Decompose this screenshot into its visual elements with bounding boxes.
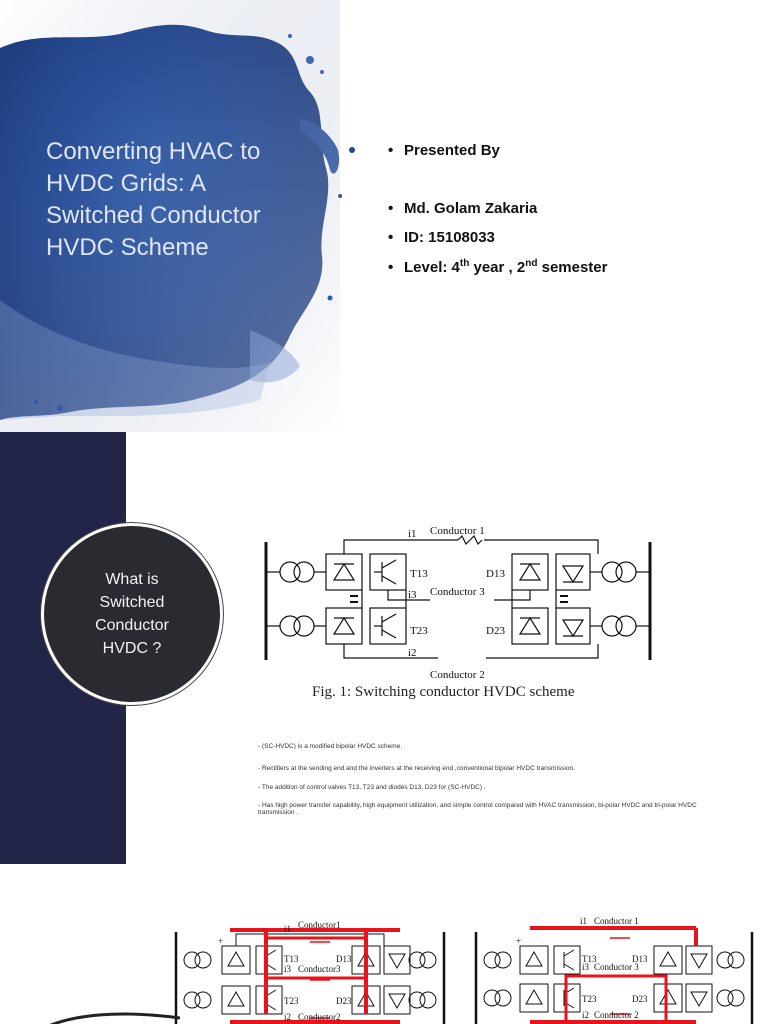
diode-valve-icon — [511, 553, 549, 591]
diode-valve-icon — [511, 607, 549, 645]
bullet-line: - The addition of control valves T13, T2… — [258, 784, 486, 791]
definition-slide: What is Switched Conductor HVDC ? — [0, 432, 768, 864]
level-mid: year , 2 — [469, 259, 526, 276]
igbt-valve-icon — [369, 607, 407, 645]
list-item: • Level: 4th year , 2nd semester — [388, 258, 608, 276]
conductor-3-line — [494, 590, 531, 601]
bullet-line: - Has high power transfer capability, hi… — [258, 802, 697, 816]
current-i3-label: i3 — [582, 962, 590, 972]
decorative-arc — [49, 1012, 180, 1024]
current-i2-label: i2 — [582, 1010, 589, 1020]
bullet-icon: • — [388, 142, 394, 159]
d23-label: D23 — [336, 996, 352, 1006]
t23-label: T23 — [284, 996, 299, 1006]
igbt-valve-icon — [369, 553, 407, 591]
presenter-id: ID: 15108033 — [404, 229, 495, 246]
transformer-icon — [266, 561, 326, 583]
circuit-mode-a: + Conductor1 i1 T13 i3 Conductor3 D13 T2… — [174, 920, 446, 1024]
circuit-diagram: Conductor 1 i1 Conductor 3 i3 Conductor … — [264, 525, 652, 681]
plus-label: + — [218, 936, 223, 946]
conductor-2-label: Conductor2 — [298, 1012, 341, 1022]
paint-splash-background — [0, 0, 355, 432]
d13-label: D13 — [632, 954, 648, 964]
current-i2-label: i2 — [284, 1012, 291, 1022]
t13-label: T13 — [410, 568, 428, 580]
break-icon — [469, 534, 483, 546]
conductor-1-line — [484, 539, 599, 554]
conductor-1-label: Conductor 1 — [594, 916, 639, 926]
question-text: What is Switched Conductor HVDC ? — [95, 571, 169, 657]
conductor-1-label: Conductor 1 — [430, 525, 485, 537]
level-suffix: semester — [537, 259, 608, 276]
d23-label: D23 — [632, 994, 648, 1004]
t23-label: T23 — [410, 625, 428, 637]
current-i2-label: i2 — [408, 647, 417, 659]
question-circle: What is Switched Conductor HVDC ? — [41, 523, 223, 705]
list-item: • ID: 15108033 — [388, 229, 495, 246]
conductor-3-label: Conductor 3 — [430, 586, 485, 598]
d13-label: D13 — [486, 568, 505, 580]
slide-title: Converting HVAC to HVDC Grids: A Switche… — [46, 138, 261, 261]
transformer-icon — [266, 615, 326, 637]
list-item: • Presented By — [388, 142, 500, 159]
operation-modes-slide: + Conductor1 i1 T13 i3 Conductor3 D13 T2… — [0, 864, 768, 1024]
conductor-3-label: Conductor3 — [298, 964, 341, 974]
transformer-icon — [590, 561, 650, 583]
conductor-2-line — [486, 644, 599, 659]
transformer-icon — [590, 615, 650, 637]
conductor-1-line — [343, 539, 458, 554]
bullet-icon: • — [388, 229, 394, 246]
current-path-highlight — [530, 926, 698, 1024]
level-sup-th: th — [459, 258, 470, 269]
presenter-level: Level: 4th year , 2nd semester — [404, 258, 608, 276]
conductor-3-label: Conductor 3 — [594, 962, 639, 972]
t13-label: T13 — [284, 954, 299, 964]
circuit-mode-b: + Conductor 1 i1 T13 i3 Conductor 3 D13 … — [474, 916, 754, 1024]
current-i1-label: i1 — [284, 924, 291, 934]
rectifier-icon — [325, 607, 363, 645]
bullet-icon: • — [388, 200, 394, 217]
current-i3-label: i3 — [284, 964, 292, 974]
break-icon — [457, 534, 471, 546]
conductor-2-label: Conductor 2 — [594, 1010, 639, 1020]
rectifier-icon — [325, 553, 363, 591]
current-path-highlight — [230, 928, 400, 1024]
presented-by-label: Presented By — [404, 142, 500, 159]
level-sup-nd: nd — [525, 258, 538, 269]
title-slide: Converting HVAC to HVDC Grids: A Switche… — [0, 0, 768, 432]
capacitor-icon — [560, 595, 568, 603]
inverter-icon — [555, 553, 591, 591]
conductor-2-line — [343, 644, 438, 659]
current-i3-label: i3 — [408, 589, 417, 601]
list-item: • Md. Golam Zakaria — [388, 200, 537, 217]
conductor-2-label: Conductor 2 — [430, 669, 485, 681]
level-prefix: Level: 4 — [404, 259, 460, 276]
bullet-line: - Rectifiers at the sending end and the … — [258, 765, 575, 772]
inverter-icon — [555, 607, 591, 645]
figure-caption: Fig. 1: Switching conductor HVDC scheme — [312, 684, 575, 700]
bullet-icon: • — [388, 259, 394, 276]
d23-label: D23 — [486, 625, 505, 637]
t23-label: T23 — [582, 994, 597, 1004]
current-i1-label: i1 — [580, 916, 587, 926]
current-i1-label: i1 — [408, 528, 417, 540]
t13-label: T13 — [582, 954, 597, 964]
conductor-1-label: Conductor1 — [298, 920, 341, 930]
presenter-name: Md. Golam Zakaria — [404, 200, 538, 217]
bullet-line: - (SC-HVDC) is a modified bipolar HVDC s… — [258, 743, 403, 750]
plus-label: + — [516, 936, 521, 946]
capacitor-icon — [350, 595, 358, 603]
d13-label: D13 — [336, 954, 352, 964]
conductor-3-line — [387, 590, 430, 601]
